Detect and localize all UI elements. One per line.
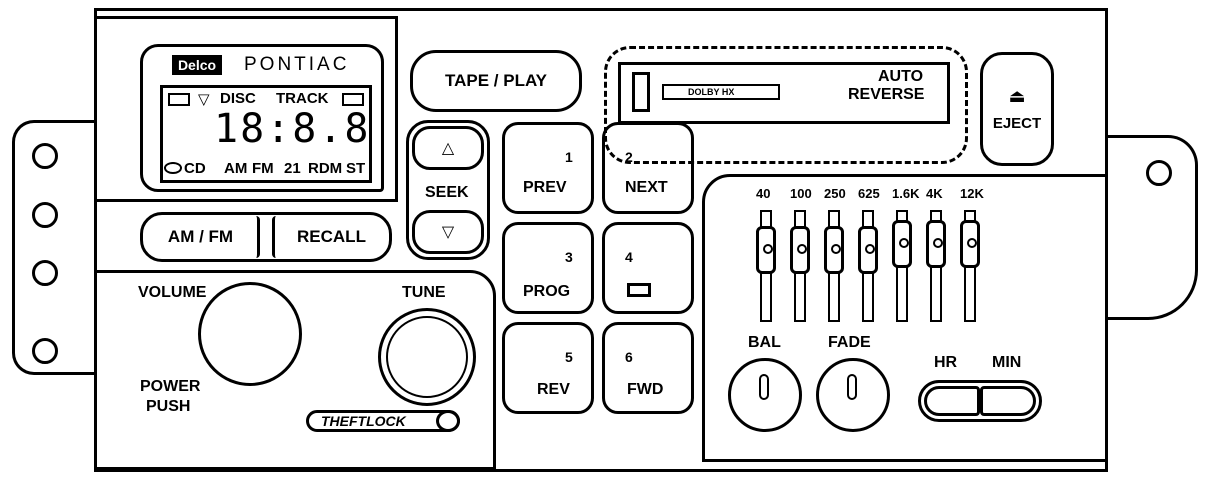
dolby-badge: DOLBY HX [662,84,780,100]
preset-label: REV [537,381,570,398]
cassette-icon [627,283,651,297]
eq-band-label: 4K [926,186,943,201]
left-mount-hole [32,338,58,364]
balance-knob-grip [759,374,769,400]
tape-door-outline [604,46,968,164]
eq-band-label: 1.6K [892,186,920,201]
tape-direction-icon [342,93,364,106]
eq-slider-knob[interactable] [790,226,810,274]
preset-label: NEXT [625,179,668,196]
preset-1-button[interactable]: 1 PREV [502,122,594,214]
theftlock-led [436,410,460,432]
left-mount-hole [32,143,58,169]
push-label: PUSH [146,398,191,415]
left-mount-hole [32,202,58,228]
dolby-label: DOLBY HX [688,87,735,97]
lcd-readout [160,85,372,183]
delco-badge: Delco [172,55,222,75]
hr-label: HR [934,354,958,371]
recall-button[interactable]: RECALL [272,216,388,258]
preset-number: 5 [565,349,573,365]
right-mount-hole [1146,160,1172,186]
lcd-rdm-label: RDM [308,160,343,177]
eq-band-label: 40 [756,186,771,201]
eq-slider-knob[interactable] [824,226,844,274]
preset-3-button[interactable]: 3 PROG [502,222,594,314]
triangle-icon: ▽ [198,91,210,108]
eject-label: EJECT [992,114,1042,132]
preset-label: PROG [523,283,571,300]
eq-band-label: 250 [824,186,846,201]
down-arrow-icon: ▽ [441,224,455,241]
lcd-cd-label: CD [184,160,206,177]
eq-slider-knob[interactable] [756,226,776,274]
seek-up-button[interactable]: △ [412,126,484,170]
lcd-disc-label: DISC [220,90,256,107]
preset-number: 3 [565,249,573,265]
lcd-am-label: AM [224,160,248,177]
eject-icon: ⏏ [1008,85,1026,106]
eq-band-label: 625 [858,186,880,201]
disc-icon [164,162,182,174]
auto-label: AUTO [878,68,924,85]
preset-label: FWD [627,381,664,398]
preset-label: PREV [523,179,567,196]
eq-slider-knob[interactable] [926,220,946,268]
lcd-21-label: 21 [284,160,301,177]
minute-button[interactable] [980,386,1036,416]
preset-number: 1 [565,149,573,165]
brand-logo: PONTIAC [244,54,350,75]
eq-band-label: 12K [960,186,984,201]
preset-number: 6 [625,349,633,365]
lcd-st-label: ST [346,160,366,177]
eject-button[interactable]: ⏏ EJECT [980,52,1054,166]
preset-number: 4 [625,249,633,265]
eq-band-label: 100 [790,186,812,201]
left-mount-hole [32,260,58,286]
preset-6-button[interactable]: 6 FWD [602,322,694,414]
tune-knob-inner [386,316,468,398]
lcd-fm-label: FM [252,160,274,177]
volume-knob[interactable] [198,282,302,386]
min-label: MIN [992,354,1022,371]
fade-label: FADE [828,334,871,351]
volume-label: VOLUME [138,284,207,301]
seek-down-button[interactable]: ▽ [412,210,484,254]
preset-4-button[interactable]: 4 [602,222,694,314]
preset-2-button[interactable]: 2 NEXT [602,122,694,214]
tape-play-button[interactable]: TAPE / PLAY [410,50,582,112]
lcd-digits: 18:8.8 [214,106,371,152]
clock-set-rocker [918,380,1042,422]
power-label: POWER [140,378,201,395]
balance-knob[interactable] [728,358,802,432]
theftlock-label: THEFTLOCK [321,413,406,429]
tape-slot [618,62,950,124]
seek-label: SEEK [425,184,469,201]
hour-button[interactable] [924,386,980,416]
eq-slider-knob[interactable] [892,220,912,268]
eq-slider-knob[interactable] [960,220,980,268]
am-fm-button[interactable]: AM / FM [144,216,260,258]
tune-label: TUNE [402,284,446,301]
cassette-icon [168,93,190,106]
lcd-track-label: TRACK [276,90,329,107]
eq-slider-knob[interactable] [858,226,878,274]
reverse-label: REVERSE [848,86,925,103]
fade-knob-grip [847,374,857,400]
preset-5-button[interactable]: 5 REV [502,322,594,414]
up-arrow-icon: △ [441,140,455,157]
tape-window [632,72,650,112]
bal-label: BAL [748,334,781,351]
